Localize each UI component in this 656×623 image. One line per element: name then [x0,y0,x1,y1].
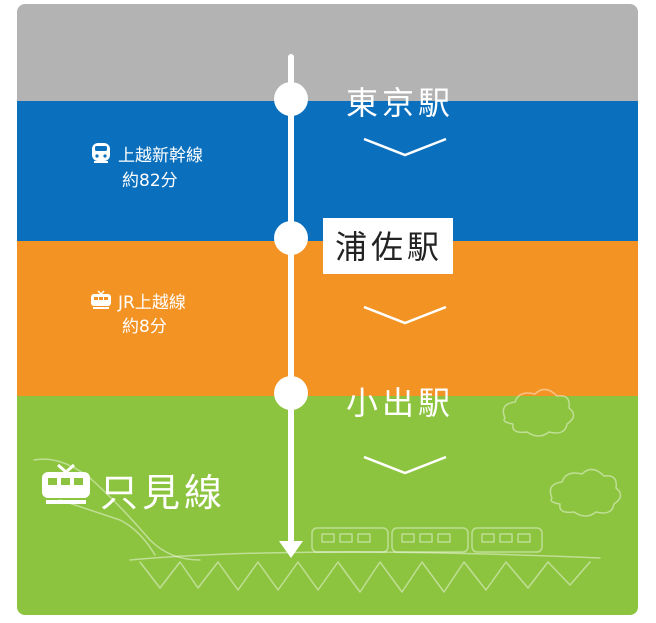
destination-line-name: 只見線 [100,471,227,515]
station-label-tokyo: 東京駅 [346,84,455,122]
station-node-urasa [274,221,308,255]
segment-joetsu-line: JR上越線 約8分 [90,290,186,338]
station-node-koide [274,376,308,410]
chevron-down-icon [363,305,447,325]
segment-travel-time: 約82分 [122,171,178,191]
route-arrowhead [279,541,303,558]
segment-line-name: JR上越線 [118,293,186,313]
train-icon [90,290,112,316]
shinkansen-icon [90,142,112,170]
segment-shinkansen: 上越新幹線 約82分 [90,142,203,192]
station-node-tokyo [274,82,308,116]
landscape-illustration [33,388,622,593]
station-label-koide: 小出駅 [346,384,455,422]
band-tadami-line [17,396,638,615]
chevron-down-icon [363,455,447,475]
band-shinkansen [17,101,638,241]
chevron-down-icon [363,137,447,157]
band-tokyo [17,4,638,101]
segment-travel-time: 約8分 [122,317,167,337]
segment-line-name: 上越新幹線 [118,146,203,166]
route-diagram [17,4,638,615]
train-icon [40,463,92,516]
station-label-urasa: 浦佐駅 [323,218,454,274]
destination-line: 只見線 [40,462,226,517]
